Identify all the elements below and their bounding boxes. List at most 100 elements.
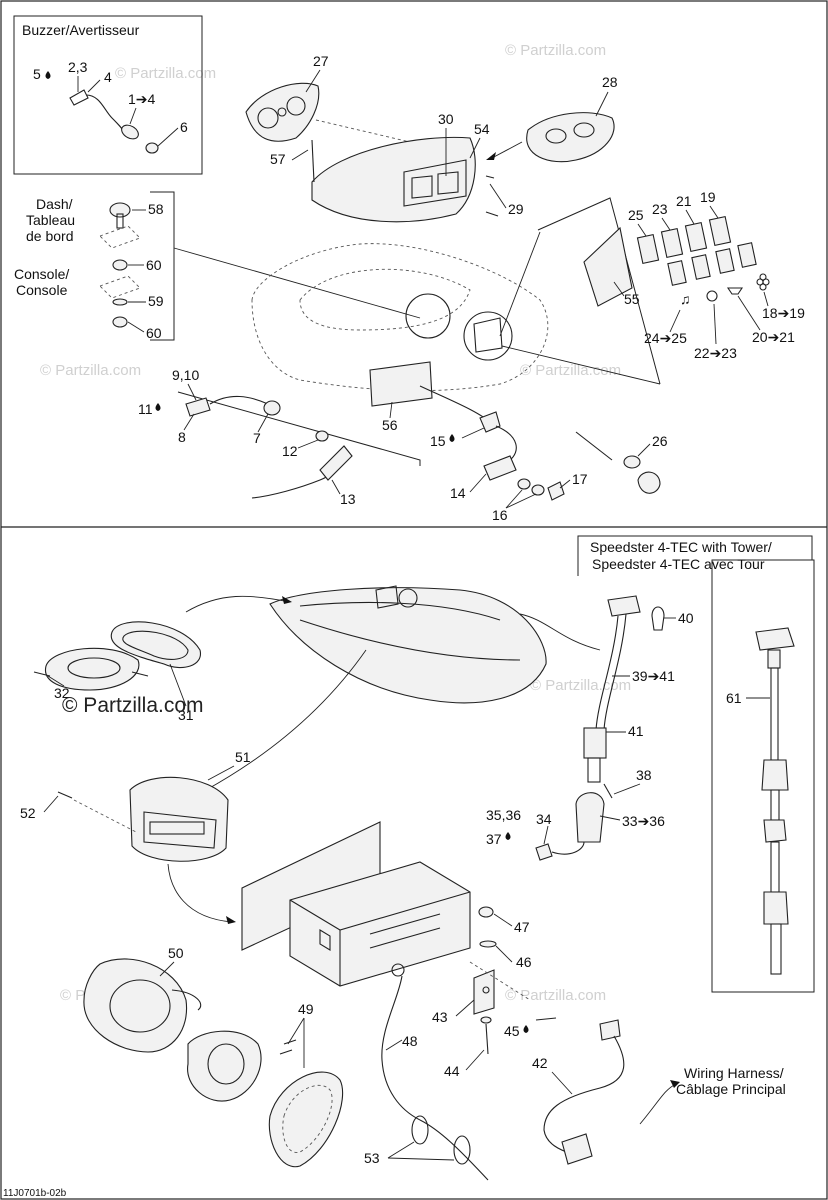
watermark-logo: © Partzilla.com [62,694,204,717]
dash-console-box: Dash/ Tableau de bord Console/ Console 5… [14,191,175,341]
callout-38: 38 [636,767,652,783]
callout-54: 54 [474,121,490,137]
callout-41: 41 [628,723,644,739]
callout-27: 27 [313,53,329,69]
dash-caption: Dash/ [36,196,73,212]
navigation-light: 40 39➔41 41 38 35,36 34 37 33➔36 [486,595,694,861]
callout-4: 4 [104,69,112,85]
callout-59: 59 [148,293,164,309]
callout-58: 58 [148,201,164,217]
fan-icon [756,273,770,291]
callout-18-19: 18➔19 [762,305,805,321]
callout-1-4: 1➔4 [128,91,156,107]
callout-61: 61 [726,690,742,706]
callout-13: 13 [340,491,356,507]
mount-bracket: 47 46 43 45 44 [432,906,557,1079]
cable-ties: 53 [364,1115,489,1181]
console-plate: 56 [369,361,433,433]
callout-33-36: 33➔36 [622,813,665,829]
light-icon [726,287,744,295]
callout-44: 44 [444,1063,460,1079]
dash-panel: 30 54 57 29 [270,111,524,223]
instrument-cluster: 27 [245,53,329,142]
callout-6: 6 [180,119,188,135]
watermark-text: © Partzilla.com [505,987,606,1004]
speaker-grille: 49 [268,1001,344,1168]
callout-46: 46 [516,954,532,970]
callout-26: 26 [652,433,668,449]
callout-22-23: 22➔23 [694,345,737,361]
callout-24-25: 24➔25 [644,330,687,346]
callout-51: 51 [235,749,251,765]
power-outlet: 15 26 14 17 16 [419,385,668,523]
buzzer-box: Buzzer/Avertisseur 5 2,3 4 1➔4 6 [13,15,203,175]
rocker-switches: 25 23 21 19 [628,189,757,286]
console-caption: Console/ [14,266,69,282]
music-icon: ♫ [680,291,691,307]
watermark-text: © Partzilla.com [530,677,631,694]
callout-42: 42 [532,1055,548,1071]
figure-code: 11J0701b-02b [3,1188,67,1199]
lanyard-post: 9,10 11 8 7 12 13 [138,367,356,507]
callout-32: 32 [54,685,70,701]
callout-60: 60 [146,257,162,273]
callout-60: 60 [146,325,162,341]
watermark-text: © Partzilla.com [40,362,141,379]
callout-20-21: 20➔21 [752,329,795,345]
callout-57: 57 [270,151,286,167]
callout-21: 21 [676,193,692,209]
tower-title: Speedster 4-TEC avec Tour [592,556,765,572]
console-caption: Console [16,282,68,298]
harness-caption: Wiring Harness/ [684,1065,784,1081]
switch-cover: 55 [583,226,640,307]
speaker-mount: 32 31 [33,621,201,723]
watermark-text: © Partzilla.com [115,65,216,82]
callout-37: 37 [486,831,502,847]
buzzer-title: Buzzer/Avertisseur [22,22,140,38]
watermark-text: © Partzilla.com [520,362,621,379]
watermark-text: © Partzilla.com [505,42,606,59]
sealant-drop-icon [155,403,161,411]
tower-box: Speedster 4-TEC with Tower/ Speedster 4-… [577,535,815,993]
callout-2-3: 2,3 [68,59,88,75]
callout-19: 19 [700,189,716,205]
callout-30: 30 [438,111,454,127]
callout-17: 17 [572,471,588,487]
harness-caption: Câblage Principal [676,1081,786,1097]
fastener-head [109,202,131,218]
callout-28: 28 [602,74,618,90]
callout-15: 15 [430,433,446,449]
switch-symbols: ♫ 24➔25 22➔23 20➔21 18➔19 [644,273,805,361]
callout-31: 31 [178,707,194,723]
callout-47: 47 [514,919,530,935]
callout-5: 5 [33,66,41,82]
callout-23: 23 [652,201,668,217]
bezel-part: 28 [486,74,618,163]
callout-12: 12 [282,443,298,459]
callout-25: 25 [628,207,644,223]
sealant-drop-icon [523,1025,529,1033]
wiring-harness: 42 Wiring Harness/ Câblage Principal [532,1019,786,1165]
stereo-cover: 51 52 [20,749,251,862]
buzzer-part [69,89,159,154]
callout-45: 45 [504,1023,520,1039]
sealant-drop-icon [505,832,511,840]
callout-39-41: 39➔41 [632,668,675,684]
callout-11: 11 [138,401,153,417]
callout-52: 52 [20,805,36,821]
callout-35-36: 35,36 [486,807,521,823]
dash-caption: de bord [26,228,73,244]
dash-caption: Tableau [26,212,75,228]
callout-40: 40 [678,610,694,626]
callout-55: 55 [624,291,640,307]
boat-hull [269,585,547,704]
callout-29: 29 [508,201,524,217]
tower-title: Speedster 4-TEC with Tower/ [590,539,772,555]
sealant-drop-icon [449,434,455,442]
callout-14: 14 [450,485,466,501]
speaker-box: 50 [83,945,202,1053]
callout-43: 43 [432,1009,448,1025]
callout-48: 48 [402,1033,418,1049]
callout-7: 7 [253,430,261,446]
